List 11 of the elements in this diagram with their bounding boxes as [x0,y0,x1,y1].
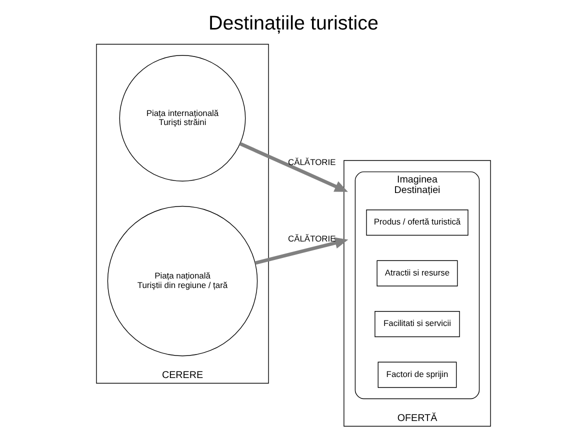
node-circle: Piața națională Turiştii din regiune / țară [107,206,258,356]
node-box: Produs / ofertă turistică [366,210,468,236]
node-box: Factori de sprijin [378,362,457,388]
diagram-title: Destinațiile turistice [208,12,378,35]
edge-label: CĂLĂTORIE [288,157,336,168]
node-box: Facilitati si servicii [374,311,460,338]
edge-label: CĂLĂTORIE [288,233,336,244]
arrow [239,142,348,192]
node-box: Atractii si resurse [376,260,458,286]
arrow [254,237,348,265]
node-circle: Piața internațională Turişti străini [119,55,246,182]
